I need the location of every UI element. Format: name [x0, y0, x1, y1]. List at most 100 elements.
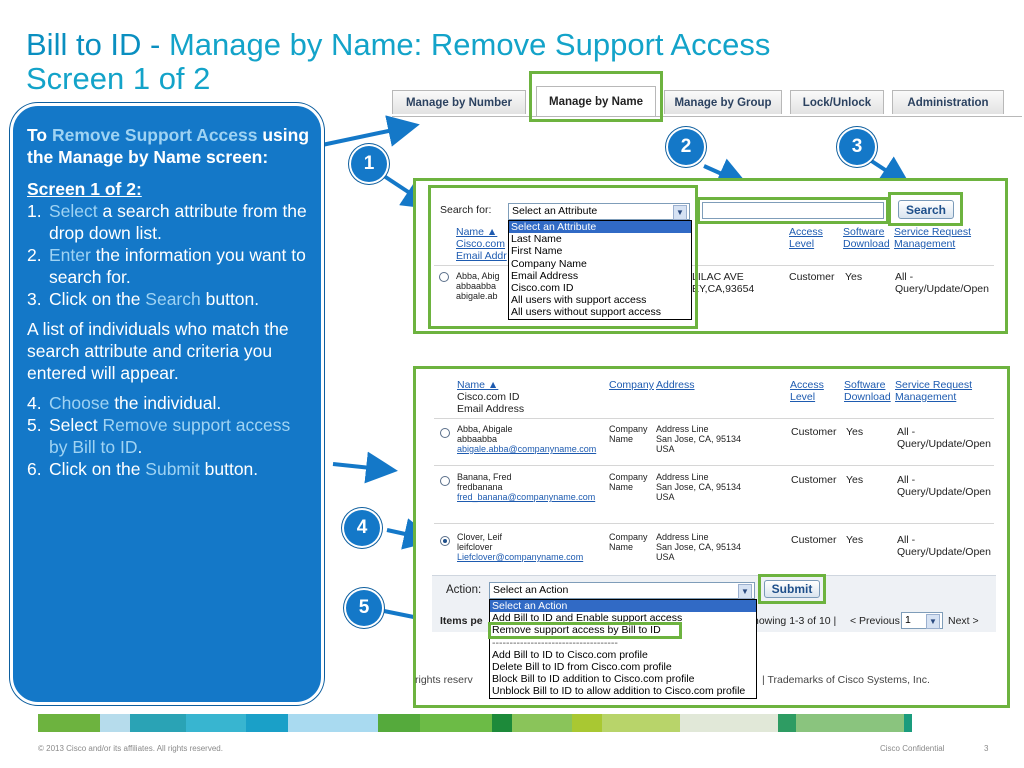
showing-text: howing 1-3 of 10 | [753, 615, 837, 627]
results-screen: Name ▲ Cisco.com ID Email Address Compan… [413, 366, 1010, 708]
step-6: 6.Click on the Submit button. [27, 459, 259, 479]
row-radio-selected[interactable] [440, 536, 450, 546]
panel-screen-heading: Screen 1 of 2: [27, 179, 142, 199]
step-badge-4: 4 [344, 510, 380, 546]
page-number: 3 [984, 744, 989, 753]
row-divider [434, 265, 994, 266]
step-2: 2.Enter the information you want to sear… [27, 245, 306, 287]
rights-text: rights reserv [415, 674, 473, 686]
action-option[interactable]: Add Bill to ID to Cisco.com profile [492, 648, 648, 661]
step-badge-5: 5 [346, 590, 382, 626]
tab-manage-by-name[interactable]: Manage by Name [536, 86, 656, 116]
attribute-dropdown-list: Select an Attribute Last Name First Name… [508, 220, 692, 320]
slide-subtitle: Screen 1 of 2 [26, 61, 211, 96]
action-dropdown-list: Select an Action Add Bill to ID and Enab… [488, 599, 757, 699]
col-name-header: Name ▲ Cisco.com Email Addr [456, 226, 507, 262]
arrow-list [332, 451, 398, 484]
row-srm: All -Query/Update/Open [897, 474, 991, 498]
tab-highlight-box [529, 71, 663, 122]
res-col-address[interactable]: Address [656, 379, 695, 391]
action-option[interactable]: Select an Action [490, 600, 756, 613]
arrow-to-tab [321, 115, 420, 147]
table-row [434, 523, 994, 524]
chevron-down-icon[interactable]: ▼ [738, 584, 752, 599]
row-srm: All -Query/Update/Open [897, 426, 991, 450]
search-for-label: Search for: [440, 204, 492, 216]
row-srm: All -Query/Update/Open [897, 534, 991, 558]
tab-manage-by-number[interactable]: Manage by Number [392, 90, 526, 114]
action-select[interactable]: Select an Action▼ [489, 582, 755, 599]
tab-administration[interactable]: Administration [892, 90, 1004, 114]
table-row [434, 418, 994, 419]
attribute-option[interactable]: Email Address [511, 269, 579, 282]
attribute-option[interactable]: Company Name [511, 257, 587, 270]
instructions-panel: To Remove Support Access using the Manag… [10, 103, 324, 705]
submit-button[interactable]: Submit [764, 580, 820, 598]
row-access: Customer [789, 271, 835, 283]
row-software: Yes [845, 271, 863, 283]
action-option-remove[interactable]: Remove support access by Bill to ID [488, 622, 682, 639]
trademarks-text: | Trademarks of Cisco Systems, Inc. [762, 674, 930, 686]
search-input[interactable] [702, 202, 884, 219]
search-screen: Search for: Select an Attribute▼ Search … [413, 178, 1008, 334]
row-software: Yes [846, 426, 864, 438]
search-button[interactable]: Search [898, 200, 954, 219]
action-option[interactable]: Add Bill to ID and Enable support access [492, 612, 683, 625]
chevron-down-icon[interactable]: ▼ [926, 614, 940, 629]
steps-list-a: 1.Select a search attribute from the dro… [27, 200, 309, 310]
step-4: 4.Choose the individual. [27, 393, 222, 413]
panel-middle-text: A list of individuals who match the sear… [27, 319, 289, 383]
chevron-down-icon[interactable]: ▼ [673, 205, 687, 220]
attribute-option[interactable]: First Name [511, 245, 563, 258]
action-option[interactable]: Delete Bill to ID from Cisco.com profile [492, 661, 672, 674]
row-radio[interactable] [440, 428, 450, 438]
row-radio[interactable] [439, 272, 449, 282]
row-software: Yes [846, 534, 864, 546]
footer-copyright: © 2013 Cisco and/or its affiliates. All … [38, 744, 223, 753]
attribute-option[interactable]: Last Name [511, 233, 562, 246]
row-radio[interactable] [440, 476, 450, 486]
step-3: 3.Click on the Search button. [27, 289, 260, 309]
previous-link[interactable]: < Previous [850, 615, 900, 627]
search-input-highlight [697, 197, 889, 224]
attribute-option[interactable]: Cisco.com ID [511, 282, 574, 295]
steps-list-b: 4.Choose the individual. 5.Select Remove… [27, 392, 309, 480]
step-badge-2: 2 [668, 129, 704, 165]
action-label: Action: [446, 584, 482, 596]
tab-manage-by-group[interactable]: Manage by Group [664, 90, 782, 114]
row-software: Yes [846, 474, 864, 486]
attribute-option[interactable]: All users without support access [511, 306, 661, 319]
tab-lock-unlock[interactable]: Lock/Unlock [790, 90, 884, 114]
row-srm: All -Query/Update/Open [895, 271, 989, 295]
step-badge-3: 3 [839, 129, 875, 165]
search-button-highlight: Search [888, 192, 963, 226]
action-option[interactable]: Block Bill to ID addition to Cisco.com p… [492, 673, 695, 686]
items-per-page-label: Items pe [440, 615, 483, 627]
attribute-option[interactable]: Select an Attribute [509, 221, 691, 234]
attribute-select[interactable]: Select an Attribute▼ [508, 203, 690, 220]
next-link[interactable]: Next > [948, 615, 979, 627]
attribute-option[interactable]: All users with support access [511, 294, 647, 307]
res-col-company[interactable]: Company [609, 379, 654, 391]
slide-title: Bill to ID - Manage by Name: Remove Supp… [26, 27, 771, 96]
action-option[interactable]: Unblock Bill to ID to allow addition to … [492, 685, 746, 698]
row-access: Customer [791, 426, 837, 438]
page-select[interactable]: 1▼ [901, 612, 943, 629]
res-col-name-header: Name ▲ Cisco.com ID Email Address [457, 379, 525, 415]
step-5: 5.Select Remove support access by Bill t… [27, 415, 291, 457]
